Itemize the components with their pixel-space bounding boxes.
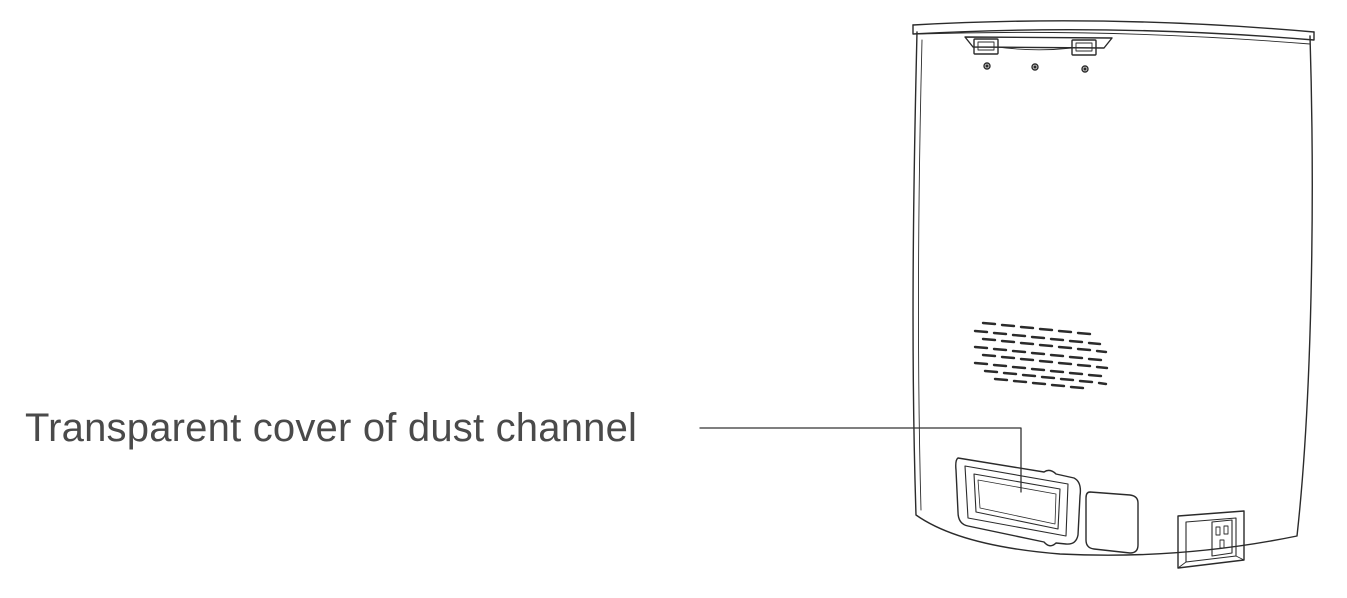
screws xyxy=(983,62,1089,73)
station-lid xyxy=(912,20,1315,45)
dust-channel-cover xyxy=(955,457,1082,547)
vent-grille xyxy=(973,321,1109,390)
station-body xyxy=(912,31,1313,556)
power-socket xyxy=(1177,510,1245,569)
rear-panel xyxy=(1085,491,1139,554)
callout-leader-line xyxy=(699,427,1022,493)
hinge-plate xyxy=(964,36,1113,56)
callout-label-dust-channel-cover: Transparent cover of dust channel xyxy=(25,406,638,450)
